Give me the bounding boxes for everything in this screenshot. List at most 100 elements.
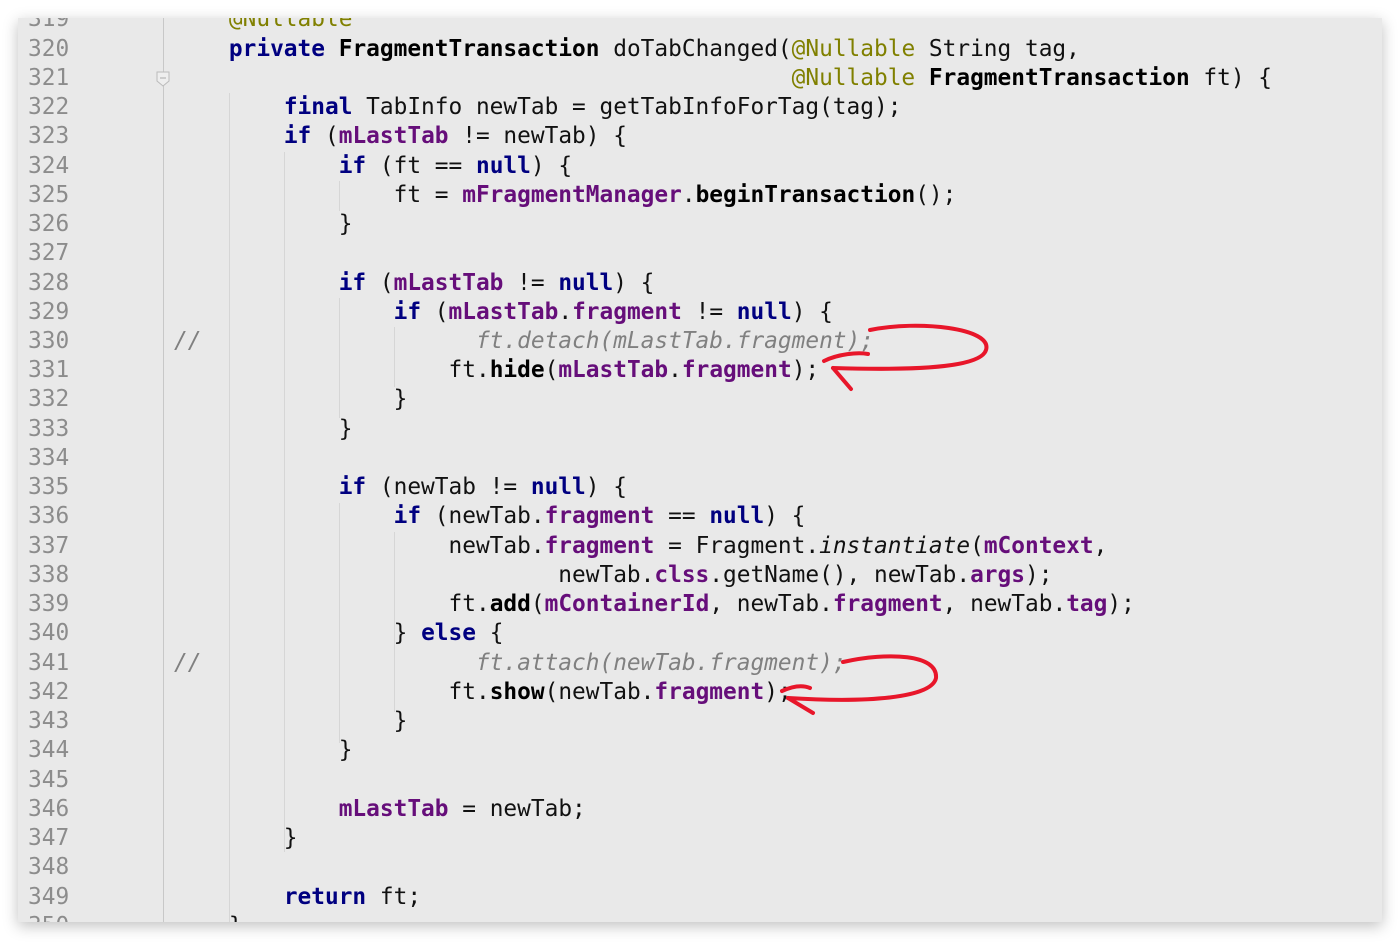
line-number[interactable]: 319 <box>28 18 70 33</box>
code-line[interactable]: 332 } <box>18 385 1382 414</box>
line-number[interactable]: 325 <box>28 181 70 208</box>
line-number[interactable]: 349 <box>28 883 70 910</box>
code-line[interactable]: 320 private FragmentTransaction doTabCha… <box>18 35 1382 64</box>
line-code[interactable]: ft = mFragmentManager.beginTransaction()… <box>174 181 957 210</box>
line-number[interactable]: 348 <box>28 854 70 881</box>
line-code[interactable]: } else { <box>174 619 504 648</box>
line-code[interactable]: } <box>174 415 353 444</box>
code-text-token: ) { <box>764 503 806 530</box>
line-number[interactable]: 339 <box>28 591 70 618</box>
line-number[interactable]: 320 <box>28 35 70 62</box>
line-number[interactable]: 345 <box>28 766 70 793</box>
code-line[interactable]: 337 newTab.fragment = Fragment.instantia… <box>18 532 1382 561</box>
code-line[interactable]: 338 newTab.clss.getName(), newTab.args); <box>18 561 1382 590</box>
line-code[interactable]: return ft; <box>174 883 421 912</box>
line-code[interactable]: } <box>174 210 353 239</box>
line-code[interactable]: ft.show(newTab.fragment); <box>174 678 791 707</box>
line-code[interactable]: newTab.fragment = Fragment.instantiate(m… <box>174 532 1107 561</box>
code-line[interactable]: 349 return ft; <box>18 883 1382 912</box>
line-number[interactable]: 323 <box>28 123 70 150</box>
line-number[interactable]: 328 <box>28 269 70 296</box>
code-text-token: } <box>174 708 408 735</box>
code-line[interactable]: 350 } <box>18 912 1382 922</box>
line-code[interactable]: ft.hide(mLastTab.fragment); <box>174 356 819 385</box>
code-text-token: ) { <box>530 152 573 179</box>
code-line[interactable]: 322 final TabInfo newTab = getTabInfoFor… <box>18 93 1382 122</box>
line-code[interactable]: @Nullable FragmentTransaction ft) { <box>174 64 1272 93</box>
line-number[interactable]: 346 <box>28 795 70 822</box>
line-number[interactable]: 350 <box>28 912 88 922</box>
line-code[interactable]: } <box>174 385 408 414</box>
code-line[interactable]: 345 <box>18 766 1382 795</box>
line-code[interactable]: } <box>174 736 353 765</box>
line-number[interactable]: 344 <box>28 737 70 764</box>
line-code[interactable]: // ft.attach(newTab.fragment); <box>174 649 847 678</box>
line-number[interactable]: 333 <box>28 415 70 442</box>
line-code[interactable]: if (mLastTab.fragment != null) { <box>174 298 833 327</box>
code-line[interactable]: 348 <box>18 853 1382 882</box>
line-code[interactable]: if (ft == null) { <box>174 152 572 181</box>
line-number[interactable]: 336 <box>28 503 70 530</box>
code-text-token <box>174 36 229 62</box>
line-number[interactable]: 341 <box>28 649 70 676</box>
line-number[interactable]: 347 <box>28 825 70 852</box>
code-text-token: ) { <box>585 474 627 501</box>
code-line[interactable]: 347 } <box>18 824 1382 853</box>
line-code[interactable]: if (mLastTab != null) { <box>174 269 655 298</box>
line-number[interactable]: 330 <box>28 328 70 354</box>
line-number[interactable]: 324 <box>28 152 70 179</box>
code-line[interactable]: 342 ft.show(newTab.fragment); <box>18 678 1382 707</box>
line-number[interactable]: 338 <box>28 561 70 588</box>
code-line[interactable]: 343 } <box>18 707 1382 736</box>
line-number[interactable]: 321 <box>28 64 70 91</box>
line-number[interactable]: 326 <box>28 211 70 238</box>
code-line[interactable]: 333 } <box>18 415 1382 444</box>
code-line[interactable]: 339 ft.add(mContainerId, newTab.fragment… <box>18 590 1382 619</box>
code-line[interactable]: 340 } else { <box>18 619 1382 648</box>
code-line[interactable]: 344 } <box>18 736 1382 765</box>
code-line[interactable]: 341 // ft.attach(newTab.fragment); <box>18 649 1382 678</box>
code-line[interactable]: 331 ft.hide(mLastTab.fragment); <box>18 356 1382 385</box>
line-code[interactable]: } <box>174 824 298 853</box>
line-number[interactable]: 334 <box>28 444 70 471</box>
line-code[interactable]: ft.add(mContainerId, newTab.fragment, ne… <box>174 590 1134 619</box>
code-line[interactable]: 346 mLastTab = newTab; <box>18 795 1382 824</box>
line-code[interactable]: @Nullable <box>174 18 353 35</box>
line-code[interactable]: } <box>174 912 243 922</box>
code-line[interactable]: 328 if (mLastTab != null) { <box>18 269 1382 298</box>
code-line[interactable]: 326 } <box>18 210 1382 239</box>
line-number[interactable]: 335 <box>28 474 70 501</box>
line-code[interactable]: mLastTab = newTab; <box>174 795 586 824</box>
code-line[interactable]: 324 if (ft == null) { <box>18 152 1382 181</box>
line-number[interactable]: 342 <box>28 678 70 705</box>
line-code[interactable]: // ft.detach(mLastTab.fragment); <box>174 327 874 356</box>
line-code[interactable]: if (newTab != null) { <box>174 473 627 502</box>
line-number[interactable]: 332 <box>28 386 70 413</box>
line-number[interactable]: 329 <box>28 298 70 325</box>
line-number[interactable]: 331 <box>28 357 70 384</box>
code-line[interactable]: 336 if (newTab.fragment == null) { <box>18 502 1382 531</box>
code-line[interactable]: 319 @Nullable <box>18 18 1382 35</box>
code-line[interactable]: 329 if (mLastTab.fragment != null) { <box>18 298 1382 327</box>
code-line[interactable]: 330 // ft.detach(mLastTab.fragment); <box>18 327 1382 356</box>
line-number[interactable]: 327 <box>28 240 70 267</box>
code-line[interactable]: 335 if (newTab != null) { <box>18 473 1382 502</box>
line-code[interactable]: final TabInfo newTab = getTabInfoForTag(… <box>174 93 902 122</box>
line-code[interactable]: if (newTab.fragment == null) { <box>174 502 806 531</box>
code-line[interactable]: 323 if (mLastTab != newTab) { <box>18 122 1382 151</box>
code-line[interactable]: 325 ft = mFragmentManager.beginTransacti… <box>18 181 1382 210</box>
line-code[interactable]: if (mLastTab != newTab) { <box>174 122 627 151</box>
fold-collapse-icon[interactable] <box>155 71 171 87</box>
code-line[interactable]: 334 <box>18 444 1382 473</box>
line-code[interactable]: newTab.clss.getName(), newTab.args); <box>174 561 1052 590</box>
code-line[interactable]: 327 <box>18 239 1382 268</box>
line-number[interactable]: 340 <box>28 620 70 647</box>
line-number[interactable]: 322 <box>28 94 70 121</box>
line-number[interactable]: 337 <box>28 532 70 559</box>
line-code[interactable]: private FragmentTransaction doTabChanged… <box>174 35 1080 64</box>
field-token: mLastTab <box>448 298 559 325</box>
line-number[interactable]: 343 <box>28 708 70 735</box>
code-line[interactable]: 321 @Nullable FragmentTransaction ft) { <box>18 64 1382 93</box>
line-code[interactable]: } <box>174 707 408 736</box>
